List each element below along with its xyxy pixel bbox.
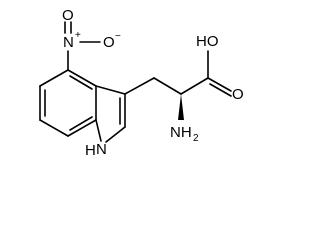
bond-cbeta-calpha	[153, 77, 182, 95]
atom-amine-subscript: 2	[193, 133, 199, 144]
atom-indole-n: N	[96, 141, 107, 158]
bond-n1-c7a	[95, 119, 102, 142]
bond-cacid-o-a	[207, 77, 232, 92]
atom-hydroxyl: HO	[196, 33, 219, 50]
atom-amine: NH	[170, 124, 192, 141]
bond-c6-c7	[39, 119, 69, 137]
atom-labels: O N + O − HO O NH 2 N H	[62, 7, 244, 159]
bond-c3a-c4	[67, 69, 97, 87]
bond-c7-c7a	[67, 119, 97, 137]
stereo-wedge	[178, 94, 184, 120]
atom-oxygen-right: O	[103, 34, 115, 51]
bond-c2-n1	[105, 126, 126, 143]
bond-cacid-o-b	[209, 83, 232, 97]
bond-c3-cbeta	[124, 77, 155, 95]
charge-plus: +	[75, 30, 81, 41]
bonds	[39, 21, 232, 143]
atom-indole-h: H	[85, 142, 96, 159]
bond-inner-c7-c7a	[69, 116, 93, 131]
bond-inner-c3a-c4	[69, 75, 93, 90]
bond-c3a-c3	[95, 85, 126, 95]
structural-formula: O N + O − HO O NH 2 N H	[39, 7, 244, 159]
charge-minus: −	[115, 31, 121, 42]
bond-c4-c5	[39, 69, 69, 87]
atom-oxygen-top: O	[62, 7, 74, 24]
bond-calpha-cacid	[180, 77, 209, 95]
atom-nitro-nitrogen: N	[63, 34, 74, 51]
atom-carbonyl-oxygen: O	[232, 86, 244, 103]
